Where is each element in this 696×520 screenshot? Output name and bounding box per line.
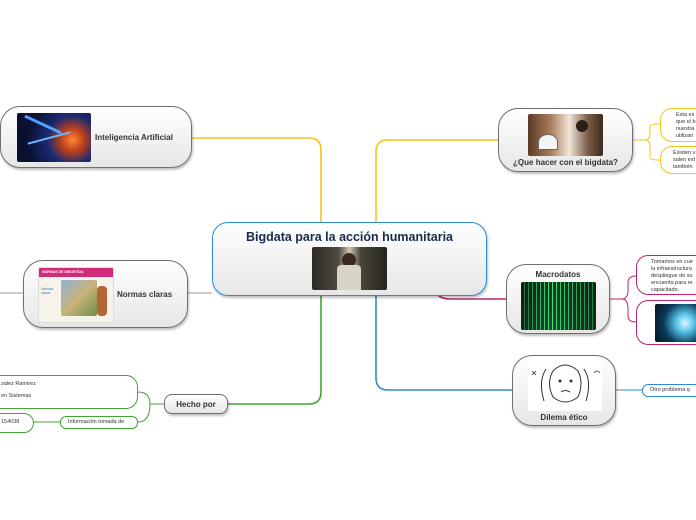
normas-image-caption: Normas claras bbox=[41, 287, 54, 295]
node-normas-claras[interactable]: NORMAS DE DIEGETIDA Normas claras Normas… bbox=[23, 260, 188, 328]
ia-label: Inteligencia Artificial bbox=[95, 133, 173, 142]
macro-label: Macrodatos bbox=[535, 270, 581, 279]
macro-leaf-2[interactable] bbox=[636, 300, 696, 345]
macro-leaf1-line2: despliegue de su bbox=[651, 273, 693, 279]
hecho-source-leaf[interactable]: Información tomada de bbox=[60, 416, 138, 429]
hecho-author-leaf[interactable]: zalez Ramirez en Sistemas bbox=[0, 375, 138, 409]
central-topic[interactable]: Bigdata para la acción humanitaria bbox=[212, 222, 487, 296]
node-dilema-etico[interactable]: Dilema ético bbox=[512, 355, 616, 426]
que-leaf1-line3: utilizari bbox=[676, 133, 694, 139]
macro-leaf-1[interactable]: Tomamos en cue la infraestructura despli… bbox=[636, 255, 696, 295]
node-que-hacer[interactable]: ¿Que hacer con el bigdata? bbox=[498, 108, 633, 172]
node-macrodatos[interactable]: Macrodatos bbox=[506, 264, 610, 334]
que-hacer-image bbox=[528, 114, 603, 156]
dilema-image bbox=[528, 361, 602, 411]
que-leaf2-line1: salen ext bbox=[673, 157, 696, 163]
que-hacer-leaf-2[interactable]: Existen v salen ext también bbox=[660, 146, 696, 174]
que-leaf1-line1: que el b bbox=[676, 119, 696, 125]
dilema-face-drawing bbox=[531, 364, 601, 403]
central-title: Bigdata para la acción humanitaria bbox=[245, 230, 453, 244]
central-image bbox=[312, 247, 387, 290]
macro-leaf1-line0: Tomamos en cue bbox=[651, 259, 693, 265]
macro-image bbox=[521, 282, 596, 330]
connector-que-hacer bbox=[375, 139, 498, 223]
normas-image: NORMAS DE DIEGETIDA Normas claras bbox=[38, 267, 114, 323]
hecho-label: Hecho por bbox=[176, 400, 216, 409]
ia-image bbox=[17, 113, 91, 162]
dilema-leaf[interactable]: Otro problema q bbox=[642, 384, 696, 397]
connector-que-leaf1 bbox=[633, 123, 661, 141]
dilema-label: Dilema ético bbox=[540, 413, 588, 422]
connector-hecho bbox=[228, 296, 322, 405]
node-hecho-por[interactable]: Hecho por bbox=[164, 394, 228, 414]
normas-image-title: NORMAS DE DIEGETIDA bbox=[39, 268, 113, 277]
node-inteligencia-artificial[interactable]: Inteligencia Artificial bbox=[0, 106, 192, 168]
normas-label: Normas claras bbox=[117, 290, 173, 299]
macro-leaf1-line4: capacitado. bbox=[651, 287, 680, 293]
que-leaf2-line2: también bbox=[673, 164, 693, 170]
connector-macro-leaf1 bbox=[610, 275, 637, 300]
hecho-id-text: 154038 bbox=[1, 419, 20, 425]
connector-hecho-sub2 bbox=[137, 403, 164, 423]
hecho-source-text: Información tomada de bbox=[68, 419, 125, 425]
hecho-id-leaf[interactable]: 154038 bbox=[0, 413, 34, 433]
hecho-author-line2: en Sistemas bbox=[1, 393, 32, 399]
que-leaf1-line2: nuestra bbox=[676, 126, 695, 132]
connector-hecho-sub1 bbox=[137, 391, 164, 405]
que-leaf1-line0: Esta es bbox=[676, 112, 695, 118]
connector-ia bbox=[192, 137, 322, 223]
macro-leaf1-line1: la infraestructura bbox=[651, 266, 692, 272]
que-hacer-leaf-1[interactable]: Esta es que el b nuestra utilizari bbox=[660, 108, 696, 142]
dilema-leaf-text: Otro problema q bbox=[650, 387, 690, 393]
macro-leaf2-image bbox=[655, 304, 696, 342]
connector-que-leaf2 bbox=[633, 139, 661, 161]
que-hacer-label: ¿Que hacer con el bigdata? bbox=[513, 158, 618, 167]
connector-macro-leaf2 bbox=[610, 298, 637, 323]
macro-leaf1-line3: encuenta para re bbox=[651, 280, 693, 286]
connector-dilema bbox=[375, 296, 512, 391]
que-leaf2-line0: Existen v bbox=[673, 150, 696, 156]
hecho-author-line1: zalez Ramirez bbox=[1, 381, 36, 387]
